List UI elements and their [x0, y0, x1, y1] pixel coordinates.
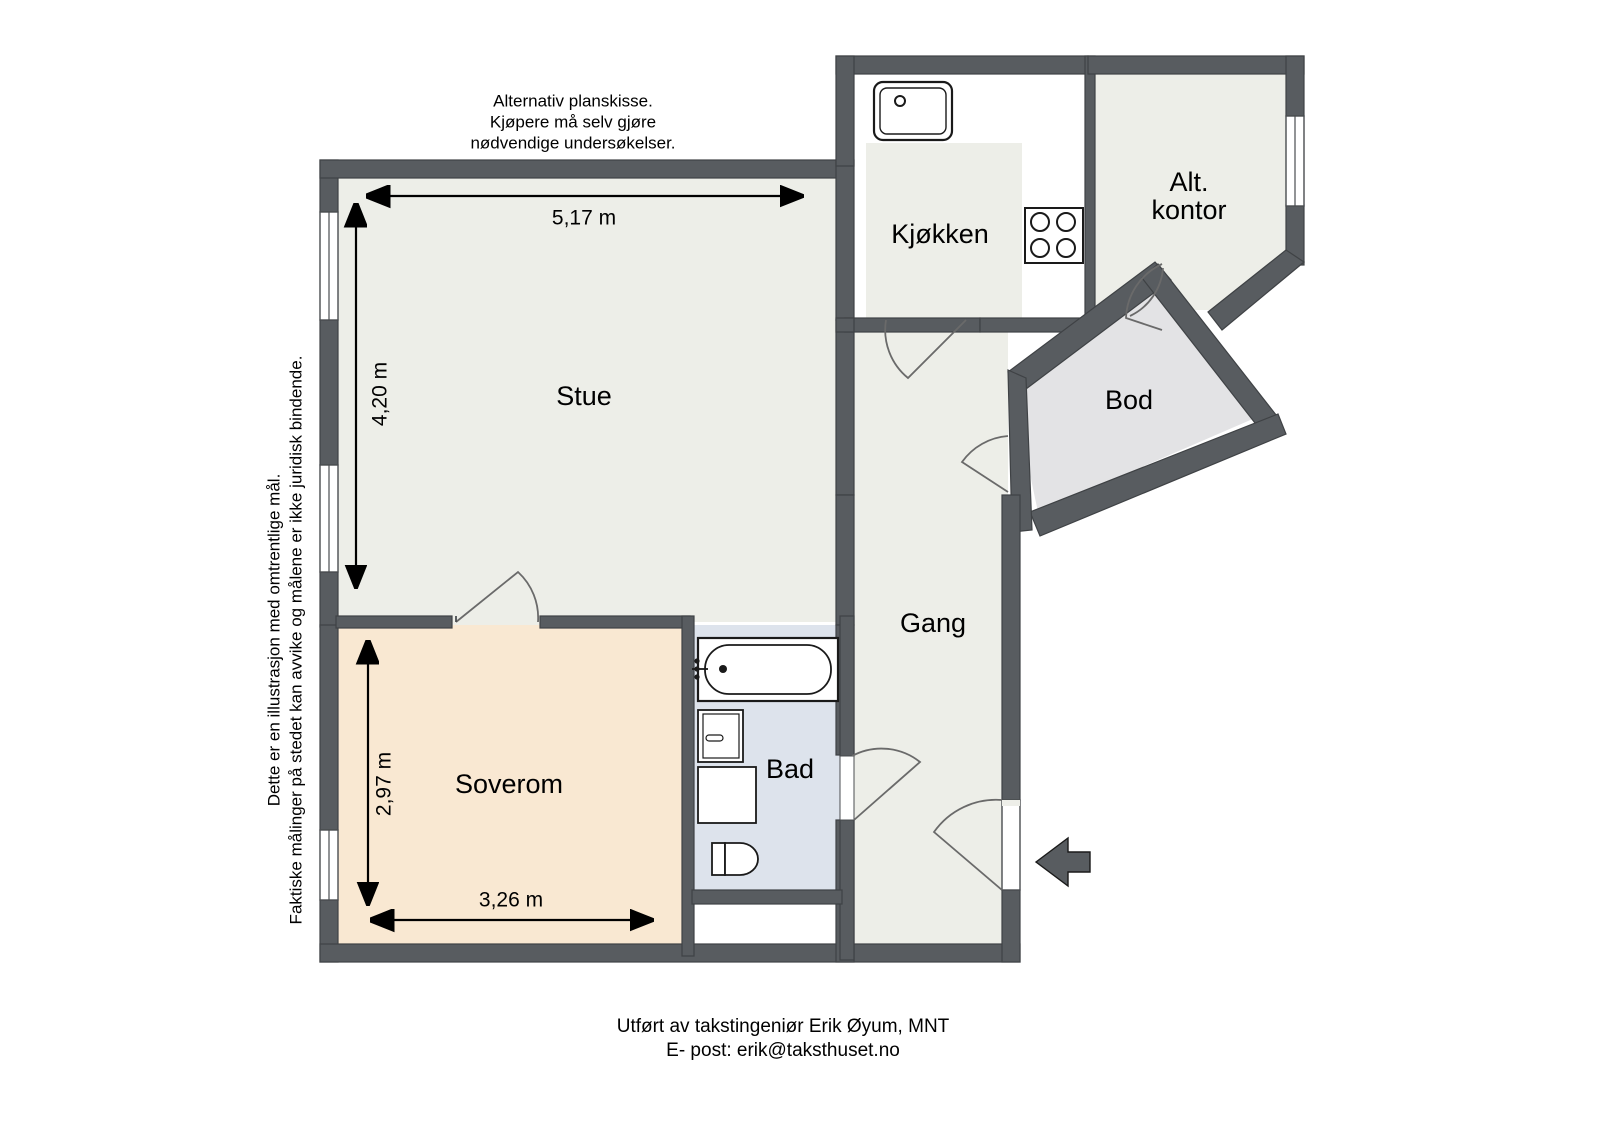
jamb-gang-1: [1002, 800, 1020, 806]
footer-line-2: E- post: erik@taksthuset.no: [666, 1040, 900, 1061]
floor-gang-upper: [845, 320, 1008, 500]
wall-kjokken-right: [1084, 55, 1096, 327]
floor-fills: [336, 62, 1294, 950]
room-labels: Stue Soverom Kjøkken Alt. kontor Bod Bad…: [455, 167, 1227, 799]
window-gang-bottom: [1001, 799, 1021, 891]
windows: [319, 115, 1305, 901]
wall-top-stue: [319, 159, 839, 179]
top-note-line-1: Alternativ planskisse.: [493, 91, 653, 110]
top-note-line-2: Kjøpere må selv gjøre: [490, 112, 656, 131]
room-label-alt-kontor-line1: Alt.: [1169, 167, 1208, 197]
fixtures: [692, 80, 1091, 888]
floor-soverom: [336, 625, 684, 950]
room-label-soverom: Soverom: [455, 769, 563, 799]
walls: [319, 55, 1306, 963]
door-stue-soverom: [455, 570, 540, 623]
stove-hob-icon: [1024, 207, 1084, 264]
top-note: Alternativ planskisse. Kjøpere må selv g…: [470, 91, 675, 152]
dim-label-stue-height: 4,20 m: [369, 362, 392, 426]
entrance-arrow: [1034, 836, 1091, 888]
toilet-icon: [711, 842, 759, 876]
bathtub-icon: [692, 636, 840, 703]
door-bod-upper: [1129, 267, 1164, 317]
wall-stue-soverom-a: [335, 615, 453, 629]
footer-note: Utført av takstingeniør Erik Øyum, MNT E…: [617, 1016, 950, 1061]
dim-label-stue-width: 5,17 m: [552, 207, 616, 230]
door-entrance: [932, 798, 1003, 891]
room-label-kjokken: Kjøkken: [891, 219, 989, 249]
wall-bod-bottom: [1029, 413, 1287, 537]
window-kontor-right: [1285, 115, 1305, 207]
door-stue-kjokken: [884, 319, 967, 380]
kitchen-sink-icon: [872, 80, 954, 142]
side-note: Dette er en illustrasjon med omtrentlige…: [264, 356, 305, 925]
wall-stue-right-b: [835, 319, 855, 496]
door-alt-kontor: [1125, 263, 1163, 331]
wall-left-c: [319, 571, 339, 628]
dim-label-soverom-height: 2,97 m: [373, 752, 396, 816]
wall-bad-gang-a: [839, 615, 855, 757]
wall-bottom: [319, 943, 1021, 963]
wall-gang-right-a: [1001, 494, 1021, 801]
wash-basin-icon: [697, 709, 744, 763]
wall-kontor-diag: [1207, 249, 1306, 331]
wall-left-d: [319, 624, 339, 831]
dimension-labels: 5,17 m 4,20 m 2,97 m 3,26 m: [369, 207, 617, 912]
wall-stue-soverom-b: [539, 615, 691, 629]
side-note-line-1: Dette er en illustrasjon med omtrentlige…: [264, 474, 283, 807]
floor-gang: [845, 495, 1008, 946]
wall-top-kjokken: [835, 55, 1089, 75]
bathroom-cabinet-icon: [697, 766, 757, 824]
window-left-1: [319, 211, 339, 321]
window-left-2: [319, 464, 339, 573]
wall-stue-right-c: [835, 494, 855, 626]
wall-gang-right-b: [1001, 889, 1021, 963]
door-bod-lower: [960, 435, 1009, 493]
floor-alt-kontor: [1093, 62, 1294, 310]
wall-soverom-bad: [681, 615, 695, 957]
wall-kjokken-left: [835, 55, 855, 167]
jamb-bad-1: [839, 755, 855, 821]
door-bad-gang: [851, 747, 922, 821]
footer-line-1: Utført av takstingeniør Erik Øyum, MNT: [617, 1016, 950, 1037]
dim-label-soverom-width: 3,26 m: [479, 889, 543, 912]
dimension-arrows: [356, 196, 800, 920]
room-label-alt-kontor-line2: kontor: [1151, 195, 1226, 225]
wall-left-b: [319, 319, 339, 466]
side-note-line-2: Faktiske målinger på stedet kan avvike o…: [286, 356, 305, 925]
top-note-line-3: nødvendige undersøkelser.: [470, 133, 675, 152]
room-label-bad: Bad: [766, 754, 814, 784]
wall-kontor-right-a: [1285, 55, 1305, 117]
wall-gang-upper-left: [835, 317, 855, 333]
wall-stue-right-a: [835, 159, 855, 321]
window-left-3: [319, 829, 339, 901]
wall-bod-left: [1007, 369, 1033, 533]
room-label-gang: Gang: [900, 608, 966, 638]
room-label-bod: Bod: [1105, 385, 1153, 415]
wall-bad-bottom: [691, 889, 843, 905]
wall-kontor-top: [1087, 55, 1305, 75]
door-swings: [455, 263, 1164, 891]
room-label-stue: Stue: [556, 381, 612, 411]
